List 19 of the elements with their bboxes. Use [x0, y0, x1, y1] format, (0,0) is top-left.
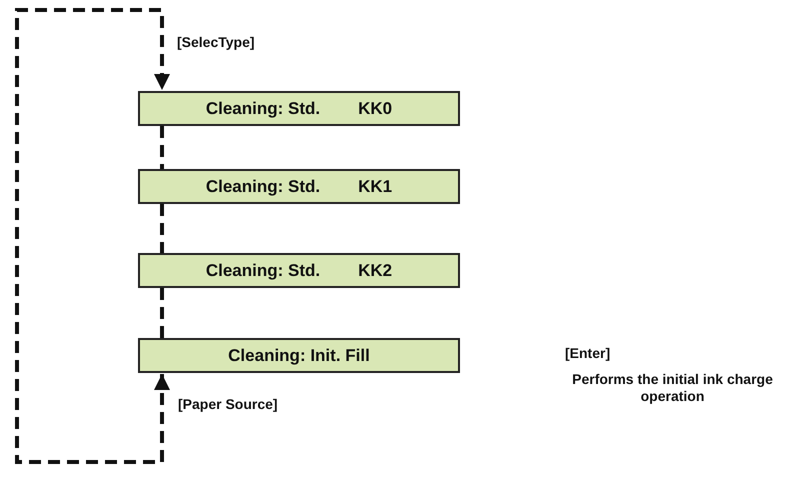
key-label: [Enter] [565, 345, 610, 362]
menu-box [138, 253, 460, 288]
note-text: Performs the initial ink charge operation [571, 371, 774, 405]
menu-label: Cleaning: Std. [206, 176, 320, 196]
menu-value: KK2 [358, 260, 392, 280]
dashed-arrow [15, 8, 170, 464]
key-label: [SelecType] [177, 34, 255, 50]
menu-box [138, 169, 460, 204]
menu-label: Cleaning: Init. Fill [228, 346, 370, 366]
dashed-connector [160, 288, 164, 338]
menu-label: Cleaning: Std. [206, 98, 320, 118]
menu-value: KK0 [358, 98, 392, 118]
menu-value: KK1 [358, 176, 392, 196]
dashed-connector [160, 204, 164, 253]
menu-box [138, 91, 460, 126]
menu-label: Cleaning: Std. [206, 260, 320, 280]
menu-box [138, 338, 460, 373]
dashed-connector [160, 126, 164, 169]
key-label: [Paper Source] [178, 396, 278, 412]
